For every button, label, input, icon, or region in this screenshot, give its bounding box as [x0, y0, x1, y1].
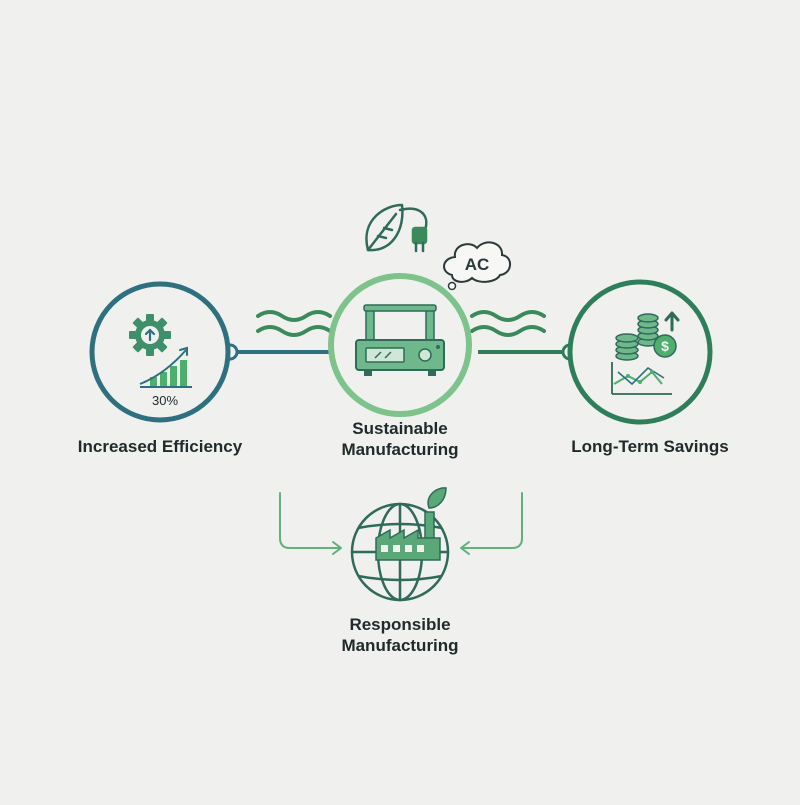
savings-label: Long-Term Savings	[550, 436, 750, 457]
coins-dollar-chart-icon: $	[611, 311, 680, 395]
ac-bubble-text: AC	[465, 255, 490, 274]
responsible-label: Responsible Manufacturing	[310, 614, 490, 656]
efficiency-circle	[89, 281, 231, 423]
sustainable-label: Sustainable Manufacturing	[310, 418, 490, 460]
arrowhead-right	[460, 541, 470, 555]
savings-node: $	[567, 279, 713, 425]
efficiency-label: Increased Efficiency	[60, 436, 260, 457]
ac-bubble-icon: AC	[443, 241, 511, 297]
efficiency-badge: 30%	[152, 393, 178, 408]
responsible-label-line1: Responsible	[349, 615, 451, 634]
leaf-plug-icon	[365, 203, 428, 253]
globe-factory-icon	[350, 487, 450, 602]
sustainable-node	[328, 273, 472, 417]
wave-icon	[256, 310, 332, 337]
sustainable-label-line2: Manufacturing	[341, 440, 459, 459]
efficiency-label-text: Increased Efficiency	[77, 437, 243, 456]
machine-icon	[355, 304, 445, 376]
flow-arrows	[279, 492, 523, 555]
arrow-right	[461, 492, 523, 549]
responsible-label-line2: Manufacturing	[341, 636, 459, 655]
arrowhead-left	[332, 541, 342, 555]
efficiency-node: 30%	[89, 281, 231, 423]
savings-label-text: Long-Term Savings	[571, 437, 729, 456]
sustainable-label-line1: Sustainable	[352, 419, 448, 438]
arrow-left	[279, 492, 341, 549]
wave-icon	[470, 310, 546, 337]
gear-growth-chart-icon	[129, 314, 192, 388]
svg-text:$: $	[661, 338, 669, 354]
savings-circle	[567, 279, 713, 425]
